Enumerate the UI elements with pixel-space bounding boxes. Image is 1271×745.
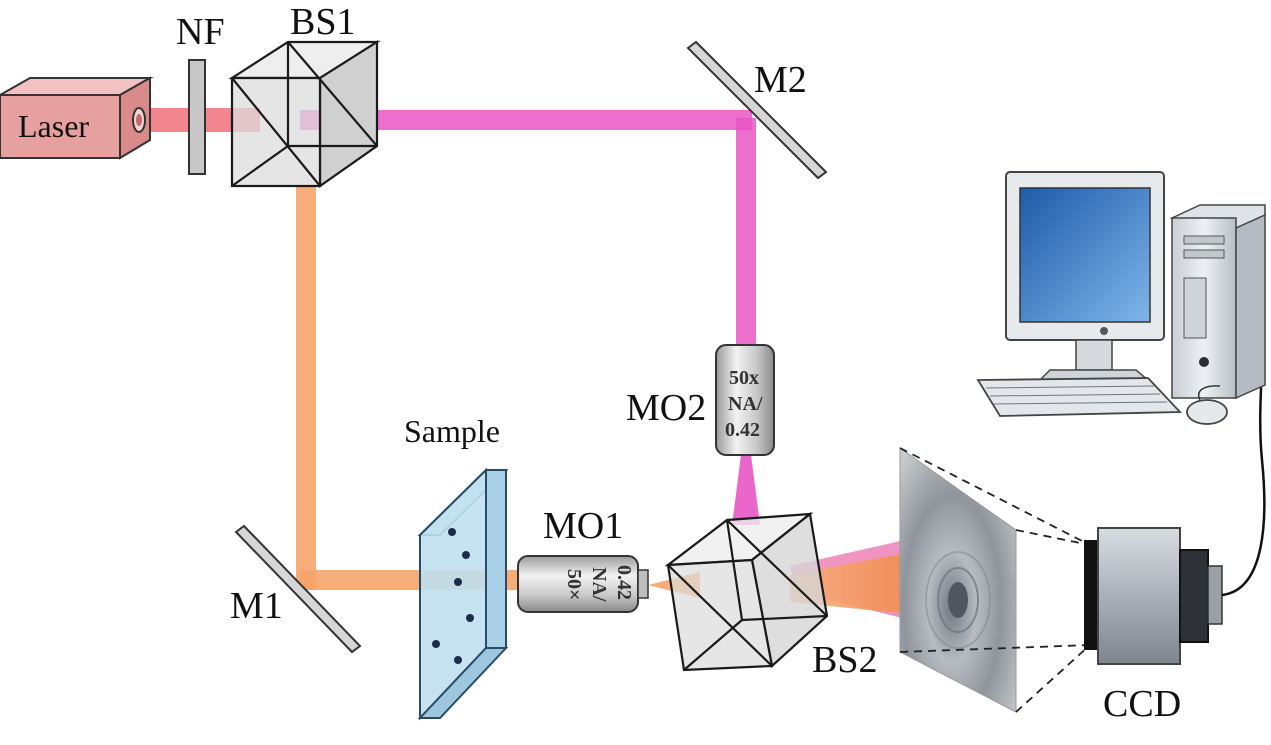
bs1-label: BS1 xyxy=(290,1,355,43)
laser xyxy=(0,76,154,160)
mo2-magnification: 50x xyxy=(729,367,759,389)
microscope-objective-mo1: 50× NA/ 0.42 xyxy=(517,555,649,613)
bs2-label: BS2 xyxy=(812,639,877,681)
mirror-m1 xyxy=(234,524,362,654)
ccd-cable xyxy=(1221,361,1266,597)
mo2-na-value: 0.42 xyxy=(725,419,760,441)
microscope-objective-mo2: 50x NA/ 0.42 xyxy=(715,344,775,456)
laser-label: Laser xyxy=(18,108,89,144)
sample-label: Sample xyxy=(404,413,500,449)
ccd-camera xyxy=(1084,527,1223,665)
notch-filter xyxy=(188,59,206,175)
object-beam-vertical xyxy=(296,185,316,590)
nf-label: NF xyxy=(176,11,225,53)
beam-splitter-1 xyxy=(228,40,381,189)
beam-splitter-2 xyxy=(664,511,829,672)
sample-slide xyxy=(417,467,509,721)
reference-beam-horizontal xyxy=(300,110,752,130)
computer xyxy=(976,171,1266,425)
mo1-na-value: 0.42 xyxy=(613,565,635,600)
mo2-label: MO2 xyxy=(626,387,706,429)
ccd-label: CCD xyxy=(1103,683,1181,725)
mo1-na-label: NA/ xyxy=(588,567,610,602)
mo1-label: MO1 xyxy=(543,505,623,547)
mo2-na-label: NA/ xyxy=(728,393,763,415)
hologram-plane xyxy=(899,447,1017,713)
mo1-magnification: 50× xyxy=(563,569,585,600)
reference-beam-vertical xyxy=(736,118,756,350)
reference-beam-focus xyxy=(732,455,760,525)
m2-label: M2 xyxy=(754,59,807,101)
m1-label: M1 xyxy=(230,585,283,627)
projection-lines xyxy=(899,447,1091,713)
mirror-m2 xyxy=(686,40,828,180)
